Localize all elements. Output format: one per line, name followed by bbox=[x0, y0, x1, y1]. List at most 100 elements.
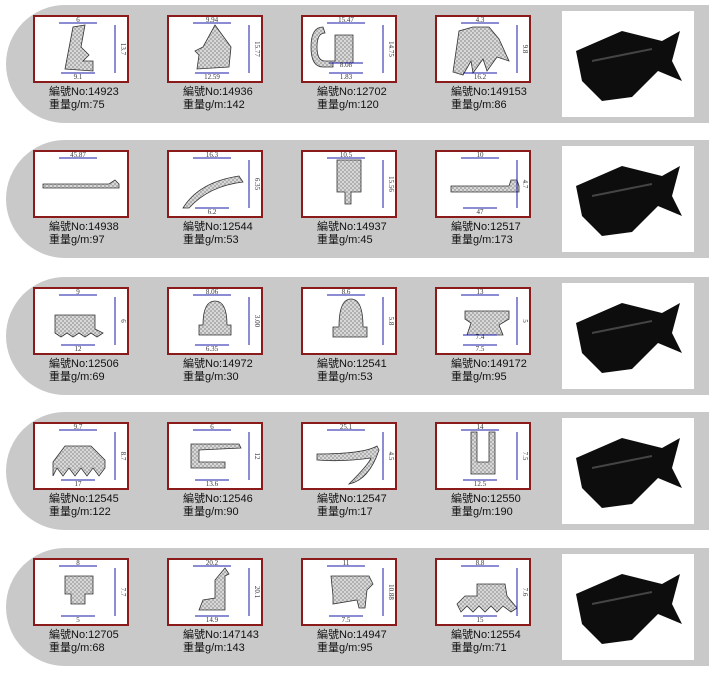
weight-value: 86 bbox=[494, 99, 507, 111]
dimension-label: 6.35 bbox=[206, 345, 219, 353]
product-weight: 重量g/m:53 bbox=[317, 371, 397, 384]
number-prefix: 編號No: bbox=[183, 358, 223, 370]
dimension-label: 9.8 bbox=[521, 45, 529, 54]
weight-prefix: 重量g/m: bbox=[49, 506, 93, 518]
weight-prefix: 重量g/m: bbox=[183, 506, 227, 518]
profile-shape bbox=[198, 300, 232, 336]
weight-prefix: 重量g/m: bbox=[317, 234, 361, 246]
weight-prefix: 重量g/m: bbox=[49, 371, 93, 383]
dimension-label: 15.77 bbox=[253, 41, 261, 57]
dimension-label: 13.7 bbox=[119, 43, 127, 56]
weight-value: 90 bbox=[226, 506, 239, 518]
dimension-label: 6 bbox=[76, 17, 80, 24]
number-value: 14936 bbox=[222, 86, 253, 98]
number-prefix: 編號No: bbox=[317, 358, 357, 370]
dimension-label: 13 bbox=[477, 289, 485, 296]
dimension-label: 14.75 bbox=[387, 41, 395, 57]
dimension-label: 20.2 bbox=[206, 560, 219, 567]
profile-shape bbox=[194, 24, 232, 70]
weight-value: 53 bbox=[226, 234, 239, 246]
product-number: 編號No:149153 bbox=[451, 86, 531, 99]
number-value: 12705 bbox=[88, 629, 119, 641]
dimension-label: 5.8 bbox=[387, 317, 395, 326]
weight-prefix: 重量g/m: bbox=[317, 99, 361, 111]
product-weight: 重量g/m:30 bbox=[183, 371, 263, 384]
dimension-label: 6 bbox=[210, 424, 214, 431]
weight-prefix: 重量g/m: bbox=[183, 99, 227, 111]
product-weight: 重量g/m:95 bbox=[451, 371, 531, 384]
dimension-label: 47 bbox=[477, 208, 485, 216]
dimension-label: 45.87 bbox=[70, 152, 86, 159]
dimension-label: 6.2 bbox=[208, 208, 217, 216]
weight-value: 95 bbox=[360, 642, 373, 654]
profile-shape bbox=[64, 575, 94, 605]
number-value: 14972 bbox=[222, 358, 253, 370]
dimension-label: 7.5 bbox=[476, 345, 485, 353]
product-number: 編號No:12554 bbox=[451, 629, 531, 642]
product-weight: 重量g/m:71 bbox=[451, 642, 531, 655]
number-prefix: 編號No: bbox=[317, 221, 357, 233]
number-value: 14923 bbox=[88, 86, 119, 98]
product-photo bbox=[562, 146, 694, 252]
dimension-label: 12.59 bbox=[204, 73, 220, 81]
product-number: 編號No:14947 bbox=[317, 629, 397, 642]
profile-shape bbox=[42, 179, 120, 189]
dimension-label: 10.5 bbox=[340, 152, 353, 159]
weight-prefix: 重量g/m: bbox=[49, 234, 93, 246]
profile-shape bbox=[336, 159, 362, 205]
profile-shape bbox=[332, 298, 368, 338]
dimension-label: 3.00 bbox=[253, 315, 261, 328]
weight-prefix: 重量g/m: bbox=[317, 371, 361, 383]
product-weight: 重量g/m:95 bbox=[317, 642, 397, 655]
weight-value: 75 bbox=[92, 99, 105, 111]
dimension-label: 15.47 bbox=[338, 17, 354, 24]
dimension-label: 6 bbox=[119, 319, 127, 323]
product-weight: 重量g/m:86 bbox=[451, 99, 531, 112]
dimension-label: 15.56 bbox=[387, 176, 395, 192]
dimension-label: 6.35 bbox=[253, 178, 261, 191]
number-prefix: 編號No: bbox=[49, 221, 89, 233]
profile-shape bbox=[456, 583, 518, 613]
product-number: 編號No:12506 bbox=[49, 358, 129, 371]
dimension-label: 8.08 bbox=[340, 61, 353, 69]
weight-prefix: 重量g/m: bbox=[49, 99, 93, 111]
number-value: 12541 bbox=[356, 358, 387, 370]
product-number: 編號No:12541 bbox=[317, 358, 397, 371]
dimension-label: 9.1 bbox=[74, 73, 83, 81]
profile-shape bbox=[310, 26, 354, 68]
number-prefix: 編號No: bbox=[183, 221, 223, 233]
number-prefix: 編號No: bbox=[451, 629, 491, 641]
dimension-label: 16.3 bbox=[206, 152, 219, 159]
dimension-label: 10.88 bbox=[387, 584, 395, 600]
dimension-label: 4.5 bbox=[387, 452, 395, 461]
profile-shape bbox=[198, 567, 230, 611]
product-number: 編號No:147143 bbox=[183, 629, 263, 642]
dimension-label: 5 bbox=[76, 616, 80, 624]
number-value: 12545 bbox=[88, 493, 119, 505]
dimension-label: 8.06 bbox=[206, 289, 219, 296]
